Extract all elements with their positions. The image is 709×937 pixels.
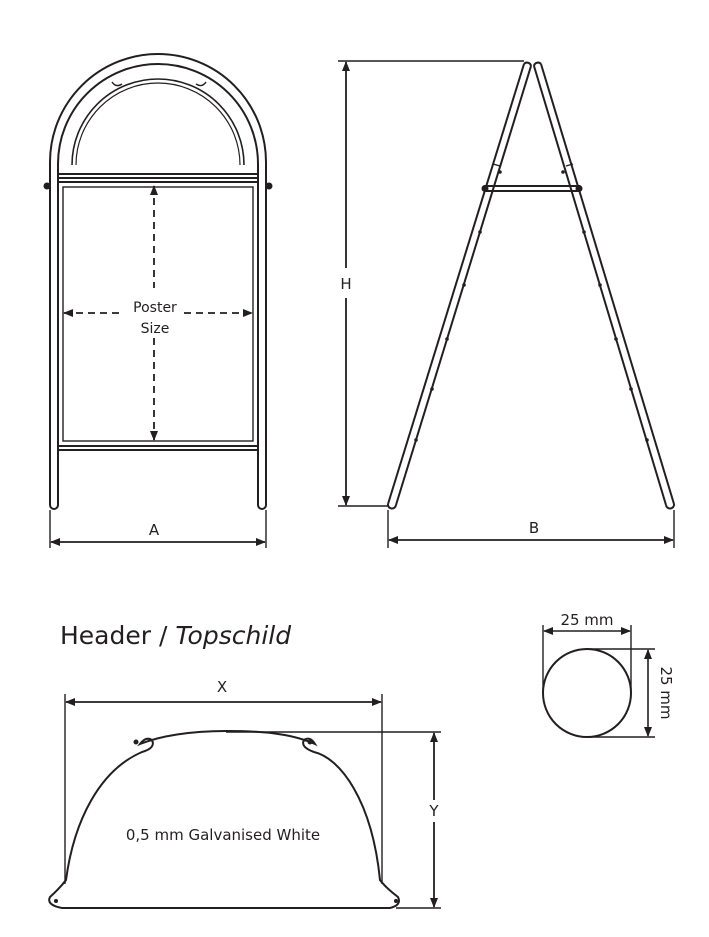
side-clip-dot <box>445 337 449 341</box>
dimension-h <box>338 60 524 507</box>
front-view <box>43 53 273 510</box>
side-right-foot-cap <box>665 503 675 510</box>
dimension-y <box>226 731 441 909</box>
side-right-header-mark <box>565 163 574 167</box>
side-clip-dot <box>645 438 649 442</box>
header-material-label: 0,5 mm Galvanised White <box>126 826 320 844</box>
front-left-foot-cap <box>49 504 59 510</box>
header-hole-left <box>133 739 139 745</box>
side-spreader-pin-left <box>481 185 489 192</box>
side-clip-dot <box>582 230 586 234</box>
side-left-leg-outer <box>387 63 525 505</box>
tube-diameter-h-label: 25 mm <box>560 611 613 629</box>
side-clip-dot <box>430 387 434 391</box>
side-spreader-pin-right <box>575 185 583 192</box>
tube-cross-section <box>542 648 632 738</box>
side-clip-dot <box>498 170 502 174</box>
header-plate-outline <box>48 729 400 909</box>
header-title-regular: Header / <box>60 621 175 650</box>
side-clip-dot <box>598 283 602 287</box>
header-section-title: Header / Topschild <box>60 621 291 650</box>
side-clip-dots <box>414 170 649 442</box>
front-hinge-right <box>265 182 273 190</box>
front-frame-outer <box>49 53 267 505</box>
front-right-foot-cap <box>257 504 267 510</box>
side-left-foot-cap <box>387 503 397 510</box>
side-clip-dot <box>414 438 418 442</box>
side-right-top-cap <box>533 61 542 67</box>
side-clip-dot <box>561 170 565 174</box>
header-corner-left <box>54 899 58 903</box>
side-clip-dot <box>614 337 618 341</box>
front-header-clip-right <box>195 81 207 87</box>
header-title-italic: Topschild <box>175 621 291 650</box>
front-hinge-left <box>43 182 51 190</box>
header-hole-right <box>307 739 313 745</box>
poster-label-line1: Poster <box>133 300 177 316</box>
tube-diameter-v-label: 25 mm <box>657 666 675 719</box>
dimension-x <box>64 694 383 884</box>
dimension-b <box>387 510 675 548</box>
header-corner-right <box>394 899 398 903</box>
front-header-arc <box>71 78 245 166</box>
front-frame-inner <box>57 63 259 505</box>
side-right-leg-outer <box>540 63 675 505</box>
poster-size-dimension <box>63 185 253 441</box>
front-header-arc-2 <box>75 82 241 166</box>
dimension-b-label: B <box>529 519 539 537</box>
side-clip-dot <box>629 387 633 391</box>
side-left-header-mark <box>492 163 501 167</box>
side-view <box>387 61 675 510</box>
dimension-a <box>49 510 267 548</box>
dimension-h-label: H <box>340 275 351 293</box>
side-left-top-cap <box>523 61 532 67</box>
dimension-x-label: X <box>217 678 227 696</box>
side-clip-dot <box>462 283 466 287</box>
dimension-y-label: Y <box>428 802 439 820</box>
poster-label-line2: Size <box>141 321 170 337</box>
tube-dimensions <box>542 625 655 738</box>
dimension-a-label: A <box>149 521 160 539</box>
front-header-clip-left <box>111 81 123 87</box>
side-clip-dot <box>478 230 482 234</box>
